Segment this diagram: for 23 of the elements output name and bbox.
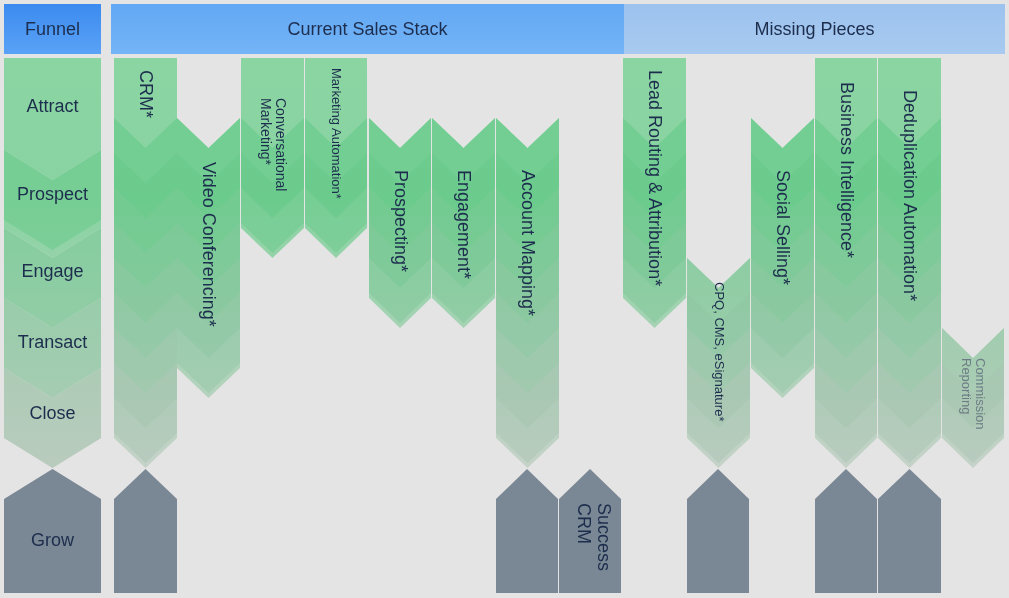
tool-label: Business Intelligence* [836, 82, 856, 259]
header-bar: Missing Pieces [624, 4, 1005, 54]
stage-label: Prospect [15, 183, 89, 205]
stage-label: Engage [20, 260, 85, 282]
header-bar: Current Sales Stack [111, 4, 624, 54]
tool-label: Account Mapping* [517, 170, 538, 317]
tool-label: Success CRM [573, 503, 613, 574]
tool-label: CRM* [135, 70, 156, 118]
tool-label: Video Conferencing* [198, 162, 219, 327]
tool-label: Commission Reporting [958, 358, 988, 432]
tool-label: Prospecting* [390, 170, 410, 273]
tool-label: CPQ, CMS, eSignature* [711, 282, 726, 422]
tool-label: Marketing Automation* [328, 68, 344, 199]
tool-label: Social Selling* [772, 170, 793, 286]
tool-label: Conversational Marketing* [257, 98, 288, 194]
tool-label: Deduplication Automation* [899, 90, 920, 302]
tool-label: Lead Routing & Attribution* [644, 70, 665, 287]
stage-label: Close [28, 402, 77, 424]
header-bar: Funnel [4, 4, 101, 54]
stage-label: Transact [16, 331, 89, 353]
tool-label: Engagement* [453, 170, 474, 280]
stage-label: Grow [30, 529, 75, 551]
stage-label: Attract [25, 95, 80, 117]
